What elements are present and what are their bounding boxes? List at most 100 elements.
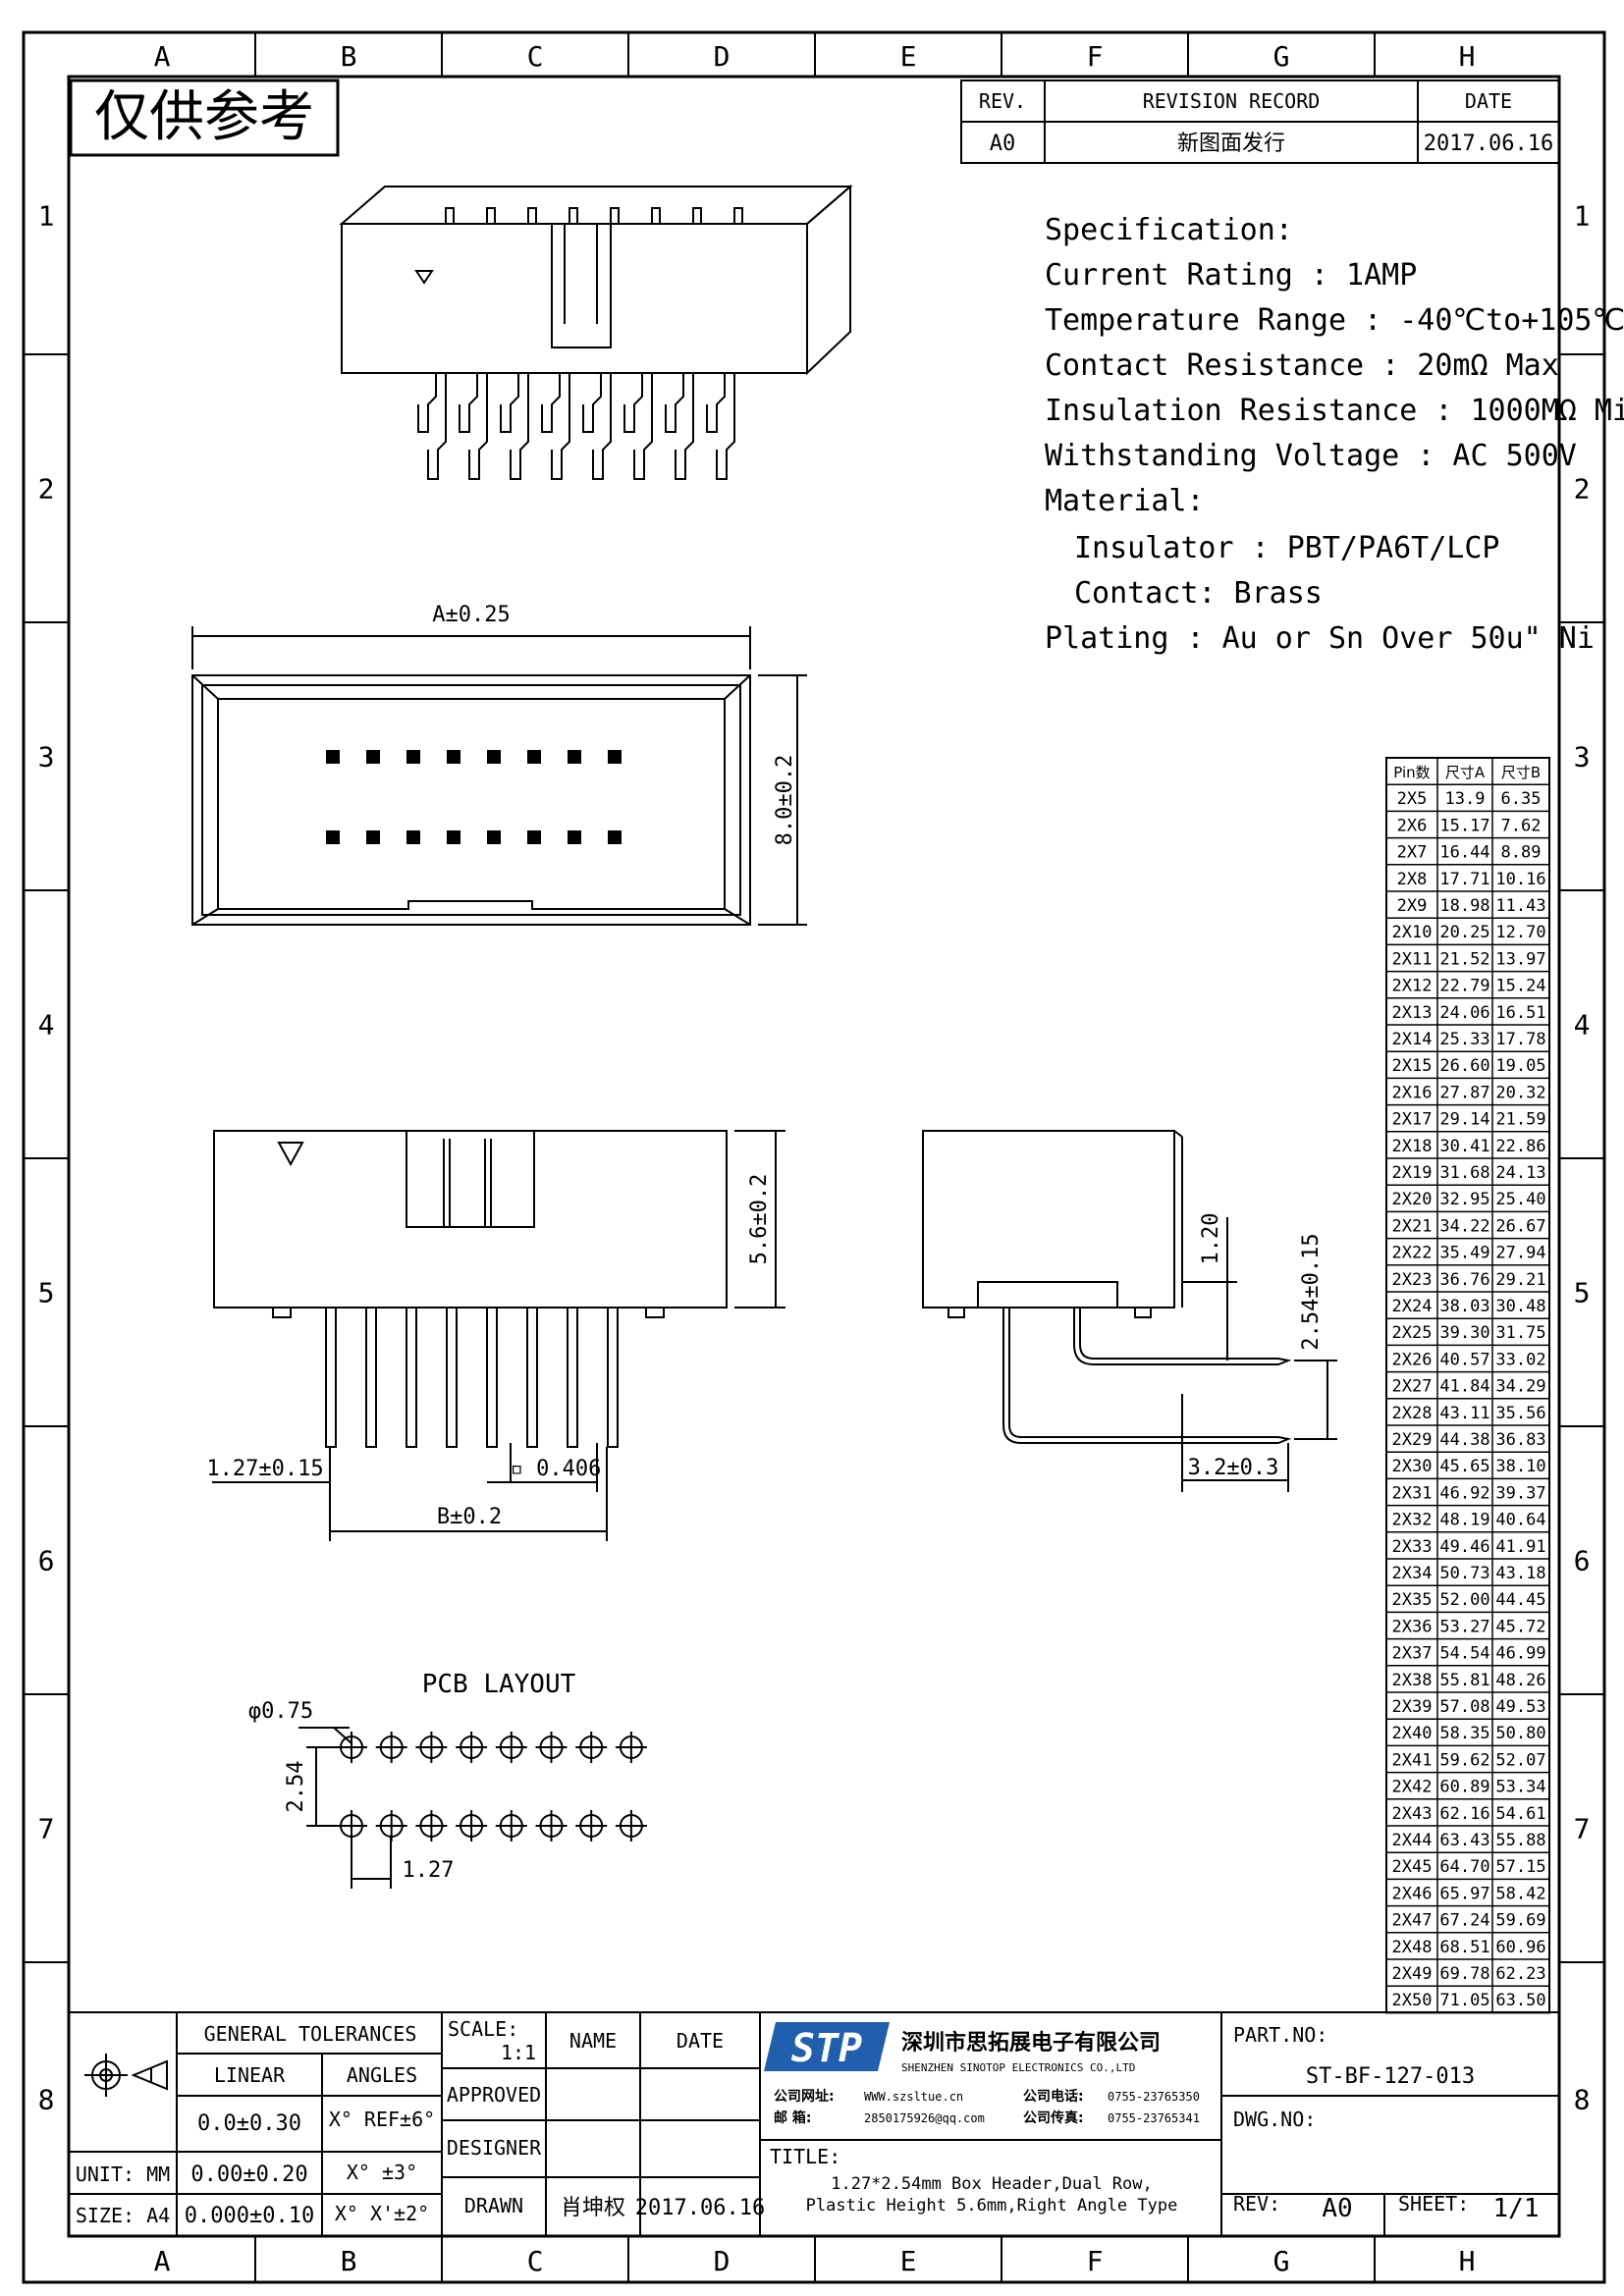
unit-label: UNIT: MM	[76, 2163, 170, 2186]
isometric-pins	[417, 207, 743, 480]
pin-table-cell: 25.33	[1439, 1030, 1489, 1049]
pin-table-cell: 40.57	[1439, 1350, 1489, 1369]
top-view-pad	[487, 830, 501, 844]
pin-table-cell: 22.79	[1439, 977, 1489, 996]
pin-table-cell: 48.26	[1495, 1671, 1545, 1690]
pin-table-cell: 2X5	[1397, 789, 1428, 809]
tol-linear-1: 0.0±0.30	[197, 2111, 301, 2136]
pin-table-cell: 40.64	[1495, 1511, 1545, 1530]
pin-table-cell: 50.73	[1439, 1564, 1489, 1583]
pin-table-cell: 2X11	[1392, 949, 1433, 969]
row-label-left: 8	[38, 2084, 55, 2116]
row-label-left: 1	[38, 200, 55, 233]
web-label: 公司网址:	[774, 2088, 835, 2105]
pin-table-cell: 2X49	[1392, 1964, 1433, 1984]
pin-table-cell: 2X33	[1392, 1537, 1433, 1557]
pin-table-cell: 2X32	[1392, 1511, 1433, 1530]
company-logo: STP	[764, 2022, 890, 2071]
iso-pin-lower	[665, 373, 684, 433]
designer-label: DESIGNER	[447, 2136, 542, 2160]
pin-table-cell: 29.14	[1439, 1110, 1489, 1130]
approved-label: APPROVED	[447, 2083, 541, 2107]
drawn-date: 2017.06.16	[635, 2196, 765, 2220]
column-label-bottom: G	[1273, 2245, 1290, 2277]
pin-table-cell: 39.30	[1439, 1323, 1489, 1343]
specification-list: Specification:Current Rating : 1AMPTempe…	[1045, 213, 1624, 656]
dim-side-row-pitch: 2.54±0.15	[1299, 1233, 1324, 1350]
pin-table-cell: 2X48	[1392, 1938, 1433, 1957]
dim-top-width: A±0.25	[432, 603, 510, 627]
title-line-2: Plastic Height 5.6mm,Right Angle Type	[806, 2196, 1178, 2216]
pin-table-cell: 2X14	[1392, 1030, 1433, 1049]
pin-table-cell: 24.13	[1495, 1163, 1545, 1183]
spec-line: Current Rating : 1AMP	[1045, 258, 1417, 293]
pin-table-cell: 26.67	[1495, 1216, 1545, 1236]
tel-value: 0755-23765350	[1108, 2090, 1200, 2104]
pin-table-cell: 67.24	[1439, 1911, 1489, 1931]
front-view-pin	[325, 1307, 337, 1448]
rev-label-tb: REV:	[1233, 2192, 1280, 2216]
pin-table-cell: 60.89	[1439, 1778, 1489, 1797]
logo-text: STP	[791, 2026, 862, 2071]
pin-table-cell: 2X41	[1392, 1750, 1433, 1770]
row-label-left: 2	[38, 473, 55, 506]
pin-table-cell: 36.83	[1495, 1430, 1545, 1450]
front-view-pin	[406, 1307, 417, 1448]
pin-table-cell: 2X50	[1392, 1991, 1433, 2010]
front-view-pin	[446, 1307, 458, 1448]
pin-table-cell: 27.87	[1439, 1083, 1489, 1102]
pin-table-header: Pin数	[1393, 764, 1430, 781]
top-view	[191, 626, 807, 926]
pcb-holes	[336, 1732, 647, 1842]
pin-table-cell: 15.24	[1495, 977, 1545, 996]
pin-table-cell: 2X10	[1392, 923, 1433, 942]
pin-table-cell: 18.98	[1439, 896, 1489, 916]
pin-table-cell: 63.50	[1495, 1991, 1545, 2010]
iso-pin-top	[733, 207, 743, 225]
mail-label: 邮 箱:	[774, 2109, 811, 2126]
pin-table-cell: 2X9	[1397, 896, 1428, 916]
row-label-right: 5	[1574, 1277, 1591, 1309]
pin-table-cell: 54.61	[1495, 1804, 1545, 1824]
pin-table-cell: 30.41	[1439, 1137, 1489, 1156]
dim-pin-square: ▫ 0.406	[511, 1457, 602, 1481]
drawn-label: DRAWN	[464, 2194, 523, 2217]
pin-table-cell: 65.97	[1439, 1884, 1489, 1903]
pin-table-cell: 59.69	[1495, 1911, 1545, 1931]
fax-value: 0755-23765341	[1108, 2111, 1200, 2125]
column-label-top: G	[1273, 40, 1290, 73]
pin-table-cell: 2X6	[1397, 816, 1428, 835]
top-view-pad	[366, 830, 380, 844]
tol-linear-2: 0.00±0.20	[190, 2163, 307, 2187]
tol-angle-1: X° REF±6°	[329, 2108, 435, 2131]
dim-pcb-col-pitch: 1.27	[403, 1858, 455, 1883]
pin-table-cell: 53.27	[1439, 1617, 1489, 1636]
row-label-left: 4	[38, 1009, 55, 1041]
pin-table-cell: 12.70	[1495, 923, 1545, 942]
stamp-text: 仅供参考	[94, 85, 314, 149]
iso-pin-upper	[468, 373, 488, 480]
zone-row-dividers	[24, 353, 1604, 1963]
column-label-bottom: E	[900, 2245, 917, 2277]
size-label: SIZE: A4	[76, 2204, 170, 2227]
pin-table-cell: 2X20	[1392, 1190, 1433, 1209]
pin-table-cell: 20.25	[1439, 923, 1489, 942]
pin-table-cell: 60.96	[1495, 1938, 1545, 1957]
pin-table-cell: 20.32	[1495, 1083, 1545, 1102]
pin-table-cell: 43.11	[1439, 1404, 1489, 1423]
pin-table-cell: 44.38	[1439, 1430, 1489, 1450]
top-view-pad	[568, 750, 581, 764]
title-line-1: 1.27*2.54mm Box Header,Dual Row,	[831, 2174, 1153, 2194]
pin-table-cell: 57.15	[1495, 1857, 1545, 1877]
pin-table-cell: 2X18	[1392, 1137, 1433, 1156]
row-label-left: 3	[38, 741, 55, 774]
spec-line: Material:	[1045, 484, 1205, 518]
name-header: NAME	[569, 2029, 617, 2053]
pin-table-cell: 2X16	[1392, 1083, 1433, 1102]
top-view-pad	[326, 750, 340, 764]
iso-pin-top	[445, 207, 455, 225]
pin-table-cell: 2X42	[1392, 1778, 1433, 1797]
dim-hole-dia: φ0.75	[248, 1699, 313, 1724]
